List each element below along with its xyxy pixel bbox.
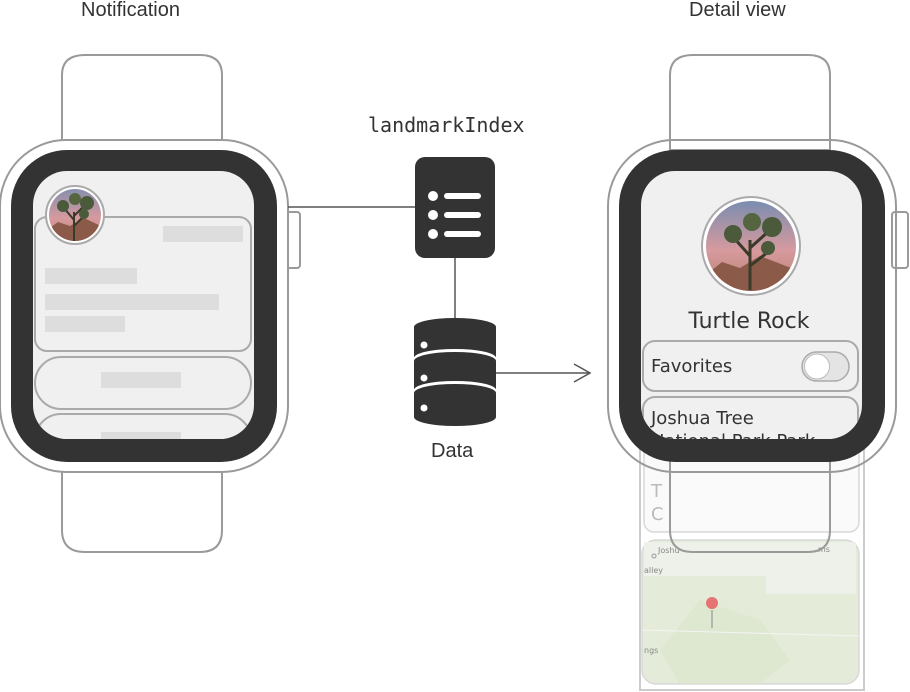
detail-watch: T C Joshu ms alley ngs xyxy=(607,54,909,691)
map-label-bottom-left: ngs xyxy=(644,646,658,655)
favorites-label: Favorites xyxy=(651,356,732,377)
park-name-line2: National Park Park xyxy=(651,431,816,452)
map-view: Joshu ms alley ngs xyxy=(641,539,860,685)
notification-title: Notification xyxy=(81,0,180,21)
park-name-line1: Joshua Tree xyxy=(650,408,754,429)
map-label-top-left: Joshu xyxy=(657,546,680,555)
hidden-row-letter-2: C xyxy=(651,504,664,525)
map-label-left: alley xyxy=(644,566,663,575)
database-icon xyxy=(414,318,496,426)
notification-watch xyxy=(0,54,301,553)
map-pin-icon xyxy=(706,597,718,609)
data-label: Data xyxy=(431,440,474,462)
map-label-top-right: ms xyxy=(818,545,830,554)
landmark-index-label: landmarkIndex xyxy=(368,113,525,137)
landmark-name: Turtle Rock xyxy=(688,309,810,334)
toggle-knob xyxy=(804,353,830,380)
favorites-row[interactable] xyxy=(642,340,859,392)
detail-view-title: Detail view xyxy=(689,0,786,21)
list-index-icon xyxy=(415,157,495,258)
hidden-row-letter-1: T xyxy=(650,481,663,502)
arrow-head-icon xyxy=(573,363,592,383)
